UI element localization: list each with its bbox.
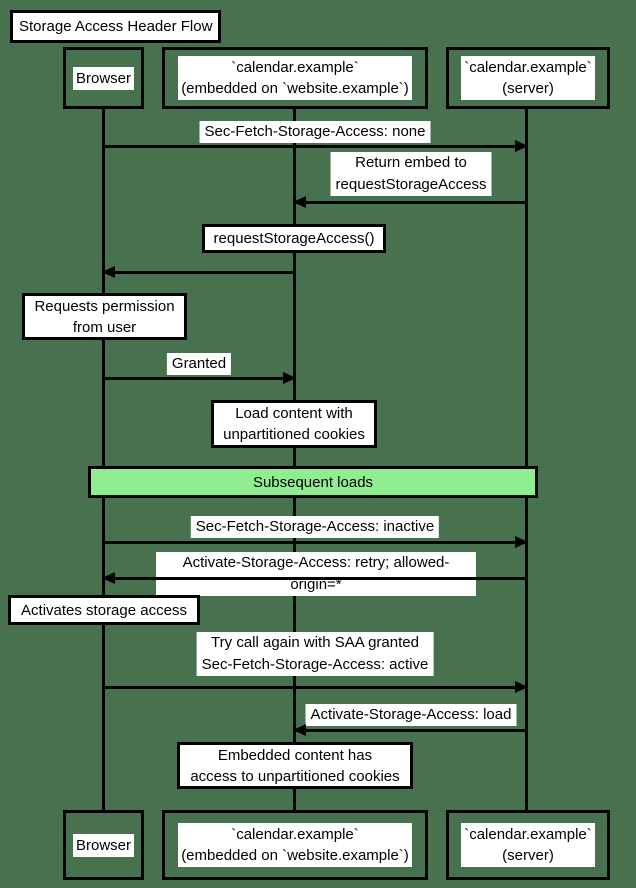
arrowhead-left-icon	[102, 266, 115, 278]
note-embedded-content-access: Embedded content has access to unpartiti…	[177, 742, 413, 789]
message-arrow	[103, 681, 528, 693]
diagram-title-box: Storage Access Header Flow	[10, 10, 222, 43]
arrowhead-left-icon	[293, 724, 306, 736]
actor-browser-bottom: Browser	[63, 810, 144, 880]
arrowhead-right-icon	[515, 140, 528, 152]
message-label: Activate-Storage-Access: retry; allowed-…	[156, 552, 476, 596]
lifeline-browser	[102, 109, 105, 810]
diagram-title: Storage Access Header Flow	[19, 18, 213, 35]
note-requests-permission: Requests permission from user	[22, 293, 187, 340]
actor-embed-label: `calendar.example` (embedded on `website…	[178, 823, 412, 867]
actor-server-label: `calendar.example` (server)	[461, 56, 595, 100]
actor-server-bottom: `calendar.example` (server)	[446, 810, 610, 880]
arrowhead-right-icon	[515, 536, 528, 548]
actor-browser-top: Browser	[63, 47, 144, 109]
message-label: Sec-Fetch-Storage-Access: inactive	[190, 516, 440, 538]
divider-subsequent-loads: Subsequent loads	[88, 466, 538, 498]
message-arrow	[102, 266, 295, 278]
actor-server-top: `calendar.example` (server)	[446, 47, 610, 109]
divider-label: Subsequent loads	[252, 473, 374, 491]
message-arrow	[103, 372, 296, 384]
message-label: Try call again with SAA granted Sec-Fetc…	[196, 632, 434, 676]
message-label: Return embed to requestStorageAccess	[330, 152, 492, 196]
arrowhead-left-icon	[102, 572, 115, 584]
lifeline-server	[525, 109, 528, 810]
actor-embed-top: `calendar.example` (embedded on `website…	[162, 47, 428, 109]
note-load-content: Load content with unpartitioned cookies	[211, 400, 377, 448]
actor-server-label: `calendar.example` (server)	[461, 823, 595, 867]
message-label-boxed: requestStorageAccess()	[202, 224, 386, 253]
message-arrow	[103, 140, 528, 152]
actor-embed-label: `calendar.example` (embedded on `website…	[178, 56, 412, 100]
message-arrow	[102, 572, 527, 584]
message-label: Activate-Storage-Access: load	[305, 704, 517, 726]
message-arrow	[293, 724, 527, 736]
message-arrow	[103, 536, 528, 548]
lifeline-embed	[293, 109, 296, 810]
message-label: Granted	[166, 353, 232, 375]
note-activates-storage-access: Activates storage access	[8, 595, 200, 625]
message-label: Sec-Fetch-Storage-Access: none	[199, 121, 431, 143]
arrowhead-right-icon	[283, 372, 296, 384]
actor-browser-label: Browser	[72, 66, 134, 90]
arrowhead-left-icon	[293, 196, 306, 208]
actor-browser-label: Browser	[72, 833, 134, 857]
arrowhead-right-icon	[515, 681, 528, 693]
message-arrow	[293, 196, 527, 208]
actor-embed-bottom: `calendar.example` (embedded on `website…	[162, 810, 428, 880]
